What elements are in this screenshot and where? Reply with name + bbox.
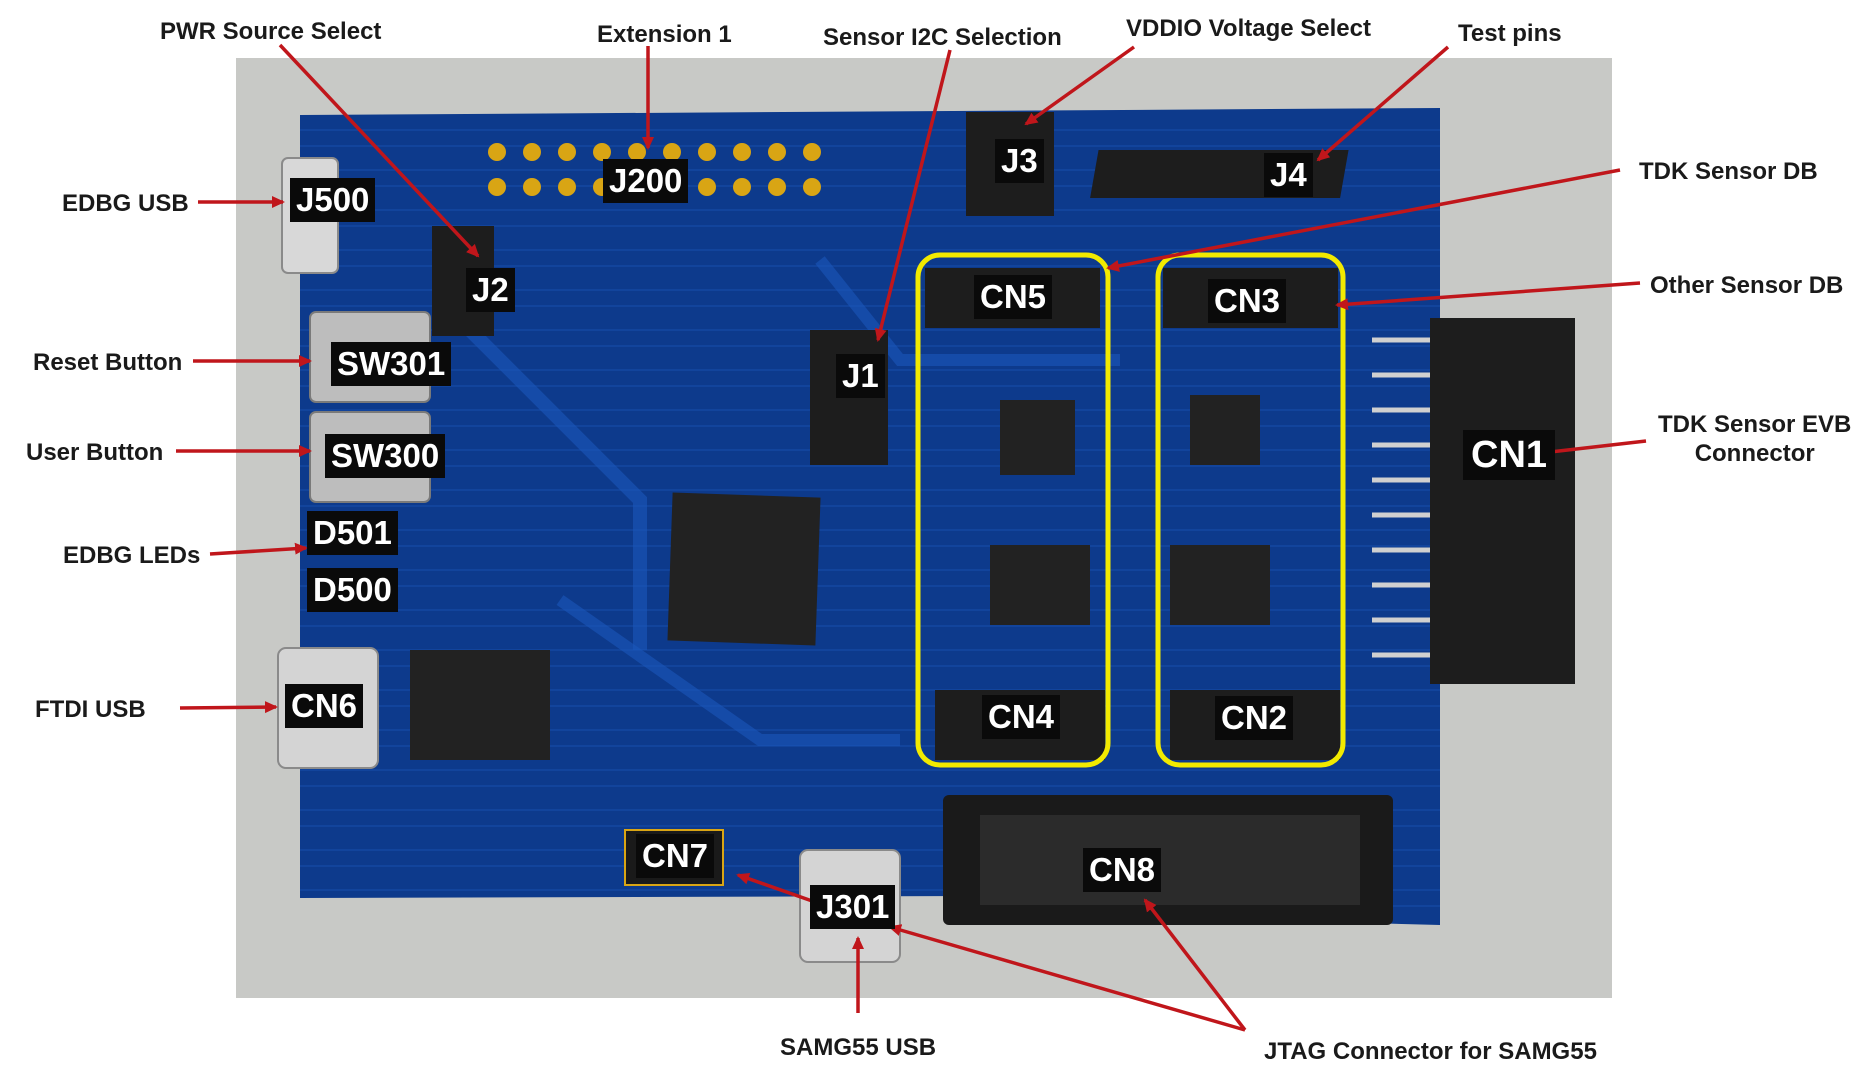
callout-tdk-sensor-evb-line1: TDK Sensor EVB <box>1658 411 1851 438</box>
callout-other-sensor-db: Other Sensor DB <box>1650 272 1844 299</box>
label-sw300: SW300 <box>325 434 446 478</box>
callout-samg55-usb: SAMG55 USB <box>780 1034 937 1061</box>
callout-ftdi-usb: FTDI USB <box>35 696 146 723</box>
callout-extension-1: Extension 1 <box>597 21 732 48</box>
callout-sensor-i2c-selection: Sensor I2C Selection <box>823 24 1062 51</box>
callout-reset-button: Reset Button <box>33 349 183 376</box>
label-j2: J2 <box>466 268 515 312</box>
label-cn4: CN4 <box>982 695 1061 739</box>
callout-jtag-connector: JTAG Connector for SAMG55 <box>1264 1038 1597 1065</box>
label-cn5: CN5 <box>974 275 1053 319</box>
callout-edbg-usb: EDBG USB <box>62 190 189 217</box>
callout-test-pins: Test pins <box>1458 20 1562 47</box>
callout-pwr-source-select: PWR Source Select <box>160 18 382 45</box>
pcb-board <box>300 108 1440 925</box>
callout-arrows <box>176 43 1647 1032</box>
cn8-connector <box>943 795 1393 925</box>
label-cn3: CN3 <box>1208 279 1287 323</box>
callout-vddio-voltage-select: VDDIO Voltage Select <box>1126 15 1371 42</box>
label-cn6: CN6 <box>285 684 364 728</box>
label-cn1: CN1 <box>1463 430 1556 480</box>
sensor-chip-u9 <box>1190 395 1260 465</box>
label-d500: D500 <box>307 568 398 612</box>
sensor-chip-u8 <box>990 545 1090 625</box>
label-d501: D501 <box>307 511 398 555</box>
sensor-chip-u6 <box>1170 545 1270 625</box>
label-j1: J1 <box>836 354 885 398</box>
callout-tdk-sensor-evb-connector: TDK Sensor EVB Connector <box>1658 410 1851 468</box>
label-cn7: CN7 <box>636 834 715 878</box>
label-cn2: CN2 <box>1215 696 1294 740</box>
label-j301: J301 <box>810 885 896 929</box>
other-sensor-db-highlight <box>1155 252 1346 768</box>
callout-user-button: User Button <box>26 439 164 466</box>
sensor-chip-u2 <box>1000 400 1075 475</box>
label-j200: J200 <box>603 159 689 203</box>
label-j4: J4 <box>1264 153 1313 197</box>
ftdi-chip <box>410 650 550 760</box>
label-j500: J500 <box>290 178 376 222</box>
tdk-sensor-db-highlight <box>915 252 1111 768</box>
label-cn8: CN8 <box>1083 848 1162 892</box>
callout-edbg-leds: EDBG LEDs <box>63 542 201 569</box>
cn1-connector <box>1372 318 1575 684</box>
mcu-chip <box>667 492 821 646</box>
callout-tdk-sensor-db: TDK Sensor DB <box>1639 158 1818 185</box>
callout-tdk-sensor-evb-line2: Connector <box>1694 440 1815 467</box>
label-sw301: SW301 <box>331 342 452 386</box>
label-j3: J3 <box>995 139 1044 183</box>
